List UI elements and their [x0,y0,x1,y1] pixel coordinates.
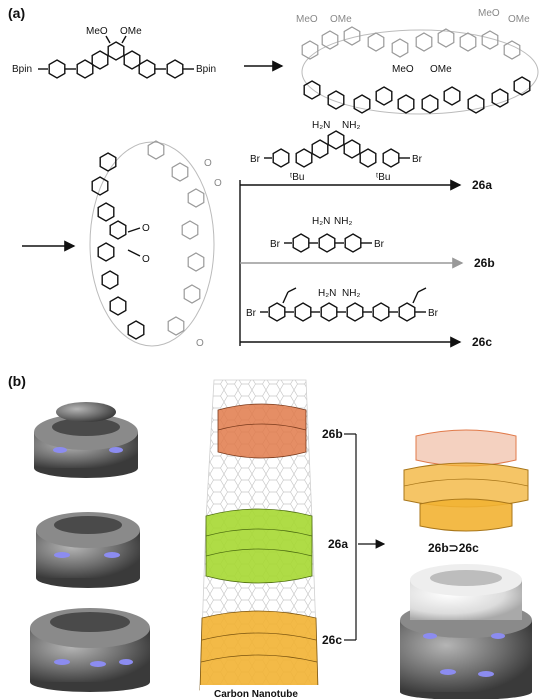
linker-26b-structure: Br Br H₂N NH₂ [270,216,385,253]
linker-c-br-right: Br [428,308,439,319]
reactant-structure: Bpin Bpin MeO OMe [12,26,216,79]
complex-label: 26b⊃26c [428,541,479,555]
dione-oxygen-1: O [142,223,150,234]
macrocycle-ome-3: OMe [430,64,452,75]
product-26c: 26c [472,335,492,349]
macrocycle-meo-3: MeO [392,64,414,75]
bracket-label-26b: 26b [322,427,343,441]
product-26b: 26b [474,256,495,270]
linker-b-br-left: Br [270,239,281,250]
linker-b-br-right: Br [374,239,385,250]
macrocycle-ome-1: OMe [330,14,352,25]
linker-a-h2n: H₂N [312,120,330,131]
macrocycle-meo-1: MeO [296,14,318,25]
reactant-meo: MeO [86,26,108,37]
bracket-label-26a: 26a [328,537,348,551]
space-filling-ring-26a [34,402,138,478]
nanotube-caption: Carbon Nanotube [214,689,298,699]
reactant-ome: OMe [120,26,142,37]
dione-oxygen-2: O [142,254,150,265]
product-26a: 26a [472,178,492,192]
complex-space-filling [400,564,532,699]
nanotube-band-26c [199,610,319,691]
linker-26c-structure: Br Br H₂N NH₂ [246,287,439,322]
dione-oxygen-3: O [204,158,212,169]
linker-a-br-left: Br [250,154,261,165]
linker-a-tbu-1: ᵗBu [290,172,304,183]
panel-a-label: (a) [8,5,25,21]
dione-oxygen-4: O [214,178,222,189]
linker-a-tbu-2: ᵗBu [376,172,390,183]
linker-c-nh2: NH₂ [342,288,360,299]
complex-stick-model [403,429,529,532]
linker-a-nh2: NH₂ [342,120,360,131]
linker-a-br-right: Br [412,154,423,165]
macrocycle-meo-2: MeO [478,8,500,19]
dione-macrocycle-structure: O O O O O [89,140,222,349]
space-filling-ring-26b [36,512,140,588]
linker-c-h2n: H₂N [318,288,336,299]
panel-b-label: (b) [8,373,26,389]
nanotube-band-26b [217,403,307,459]
reactant-bpin-right: Bpin [196,64,216,75]
linker-b-h2n: H₂N [312,216,330,227]
reactant-bpin-left: Bpin [12,64,32,75]
size-bracket: 26b 26c 26a [322,427,386,647]
macrocycle-ome-2: OMe [508,14,530,25]
carbon-nanotube: Carbon Nanotube [199,379,320,699]
nanotube-band-26a [205,508,313,584]
bracket-label-26c: 26c [322,633,342,647]
linker-b-nh2: NH₂ [334,216,352,227]
linker-c-br-left: Br [246,308,257,319]
dione-oxygen-5: O [196,338,204,349]
linker-26a-structure: Br Br H₂N NH₂ ᵗBu ᵗBu [250,120,423,183]
space-filling-ring-26c [30,608,150,692]
macrocycle-structure: MeO OMe MeO OMe MeO OMe [296,8,539,115]
